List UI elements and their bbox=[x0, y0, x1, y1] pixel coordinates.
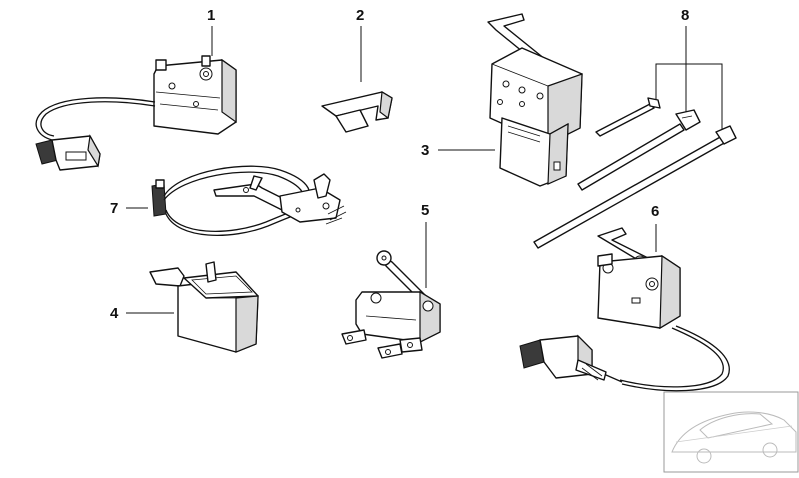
part-1-switch-with-plug bbox=[35, 26, 237, 171]
callout-4: 4 bbox=[110, 305, 119, 322]
callout-7: 7 bbox=[110, 200, 119, 217]
callout-1: 1 bbox=[207, 7, 216, 24]
part-5-roller-switch bbox=[341, 222, 441, 359]
callout-3: 3 bbox=[421, 142, 430, 159]
part-2-bracket-clip bbox=[321, 26, 393, 133]
part-6-switch-with-connector bbox=[519, 224, 730, 392]
callout-6: 6 bbox=[651, 203, 660, 220]
part-4-box-cover bbox=[126, 261, 259, 353]
part-8-cable-ties bbox=[533, 26, 737, 249]
car-thumbnail bbox=[663, 391, 799, 473]
callout-5: 5 bbox=[421, 202, 430, 219]
part-3-switch-housing bbox=[438, 13, 583, 187]
callout-2: 2 bbox=[356, 7, 365, 24]
callout-8: 8 bbox=[681, 7, 690, 24]
part-7-wire-harness bbox=[126, 165, 347, 236]
